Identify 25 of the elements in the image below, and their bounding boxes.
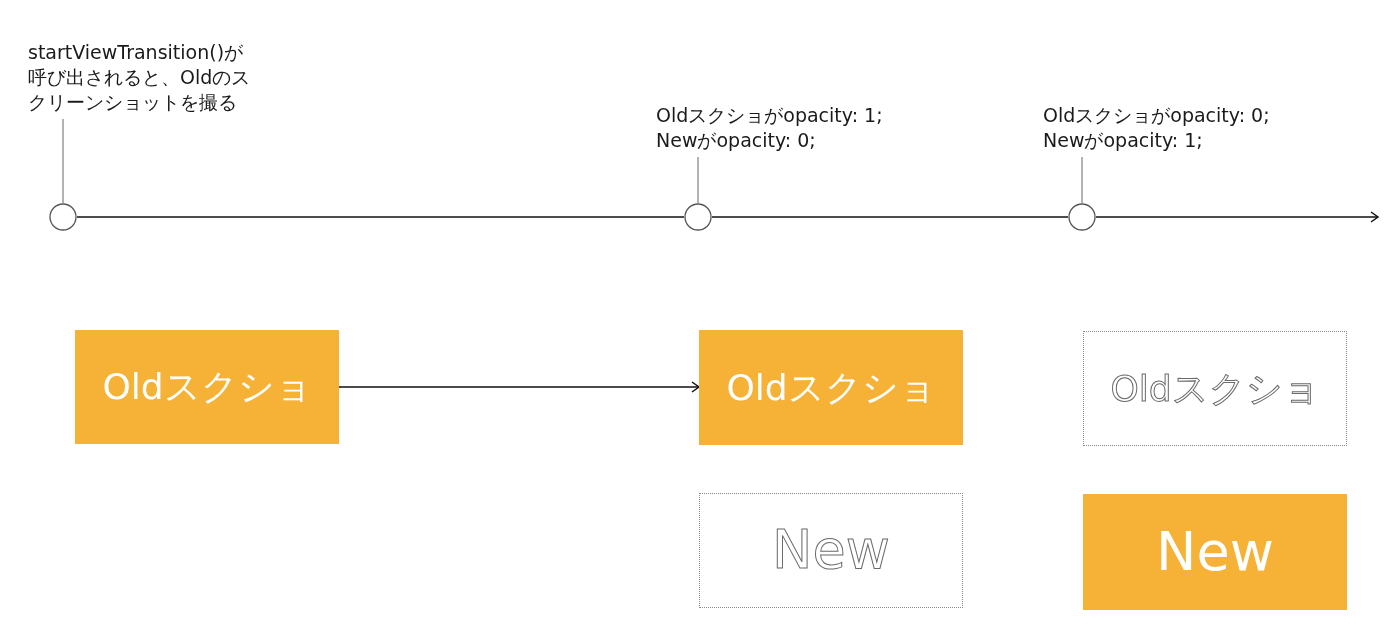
timeline-marker [684, 203, 712, 231]
leader-line [697, 156, 699, 204]
annotation-text: Newがopacity: 0; [656, 128, 817, 153]
annotation-text: Oldスクショがopacity: 0; [1043, 103, 1271, 128]
box-label: Oldスクショ [102, 366, 312, 408]
leader-line [1081, 156, 1083, 204]
timeline-marker [49, 203, 77, 231]
timeline-marker [1068, 203, 1096, 231]
box-label: Oldスクショ [726, 366, 936, 409]
annotation-text: Oldスクショがopacity: 1; [656, 103, 884, 128]
leader-line [62, 118, 64, 204]
outlined-label: Oldスクショ [1110, 367, 1320, 410]
filled-box [1083, 494, 1347, 610]
arrow [338, 381, 700, 393]
annotation-text: Newがopacity: 1; [1043, 128, 1204, 153]
timeline-line [76, 216, 685, 218]
box-label: New [1156, 520, 1274, 584]
annotation-text: startViewTransition()が呼び出されると、Oldのスクリーンショットを撮る [28, 40, 252, 115]
filled-box [75, 330, 339, 444]
timeline-arrow [1095, 211, 1379, 223]
outlined-label: New [772, 519, 890, 582]
dotted-box [699, 493, 963, 608]
filled-box [699, 330, 963, 445]
timeline-line [711, 216, 1069, 218]
dotted-box [1083, 331, 1347, 446]
